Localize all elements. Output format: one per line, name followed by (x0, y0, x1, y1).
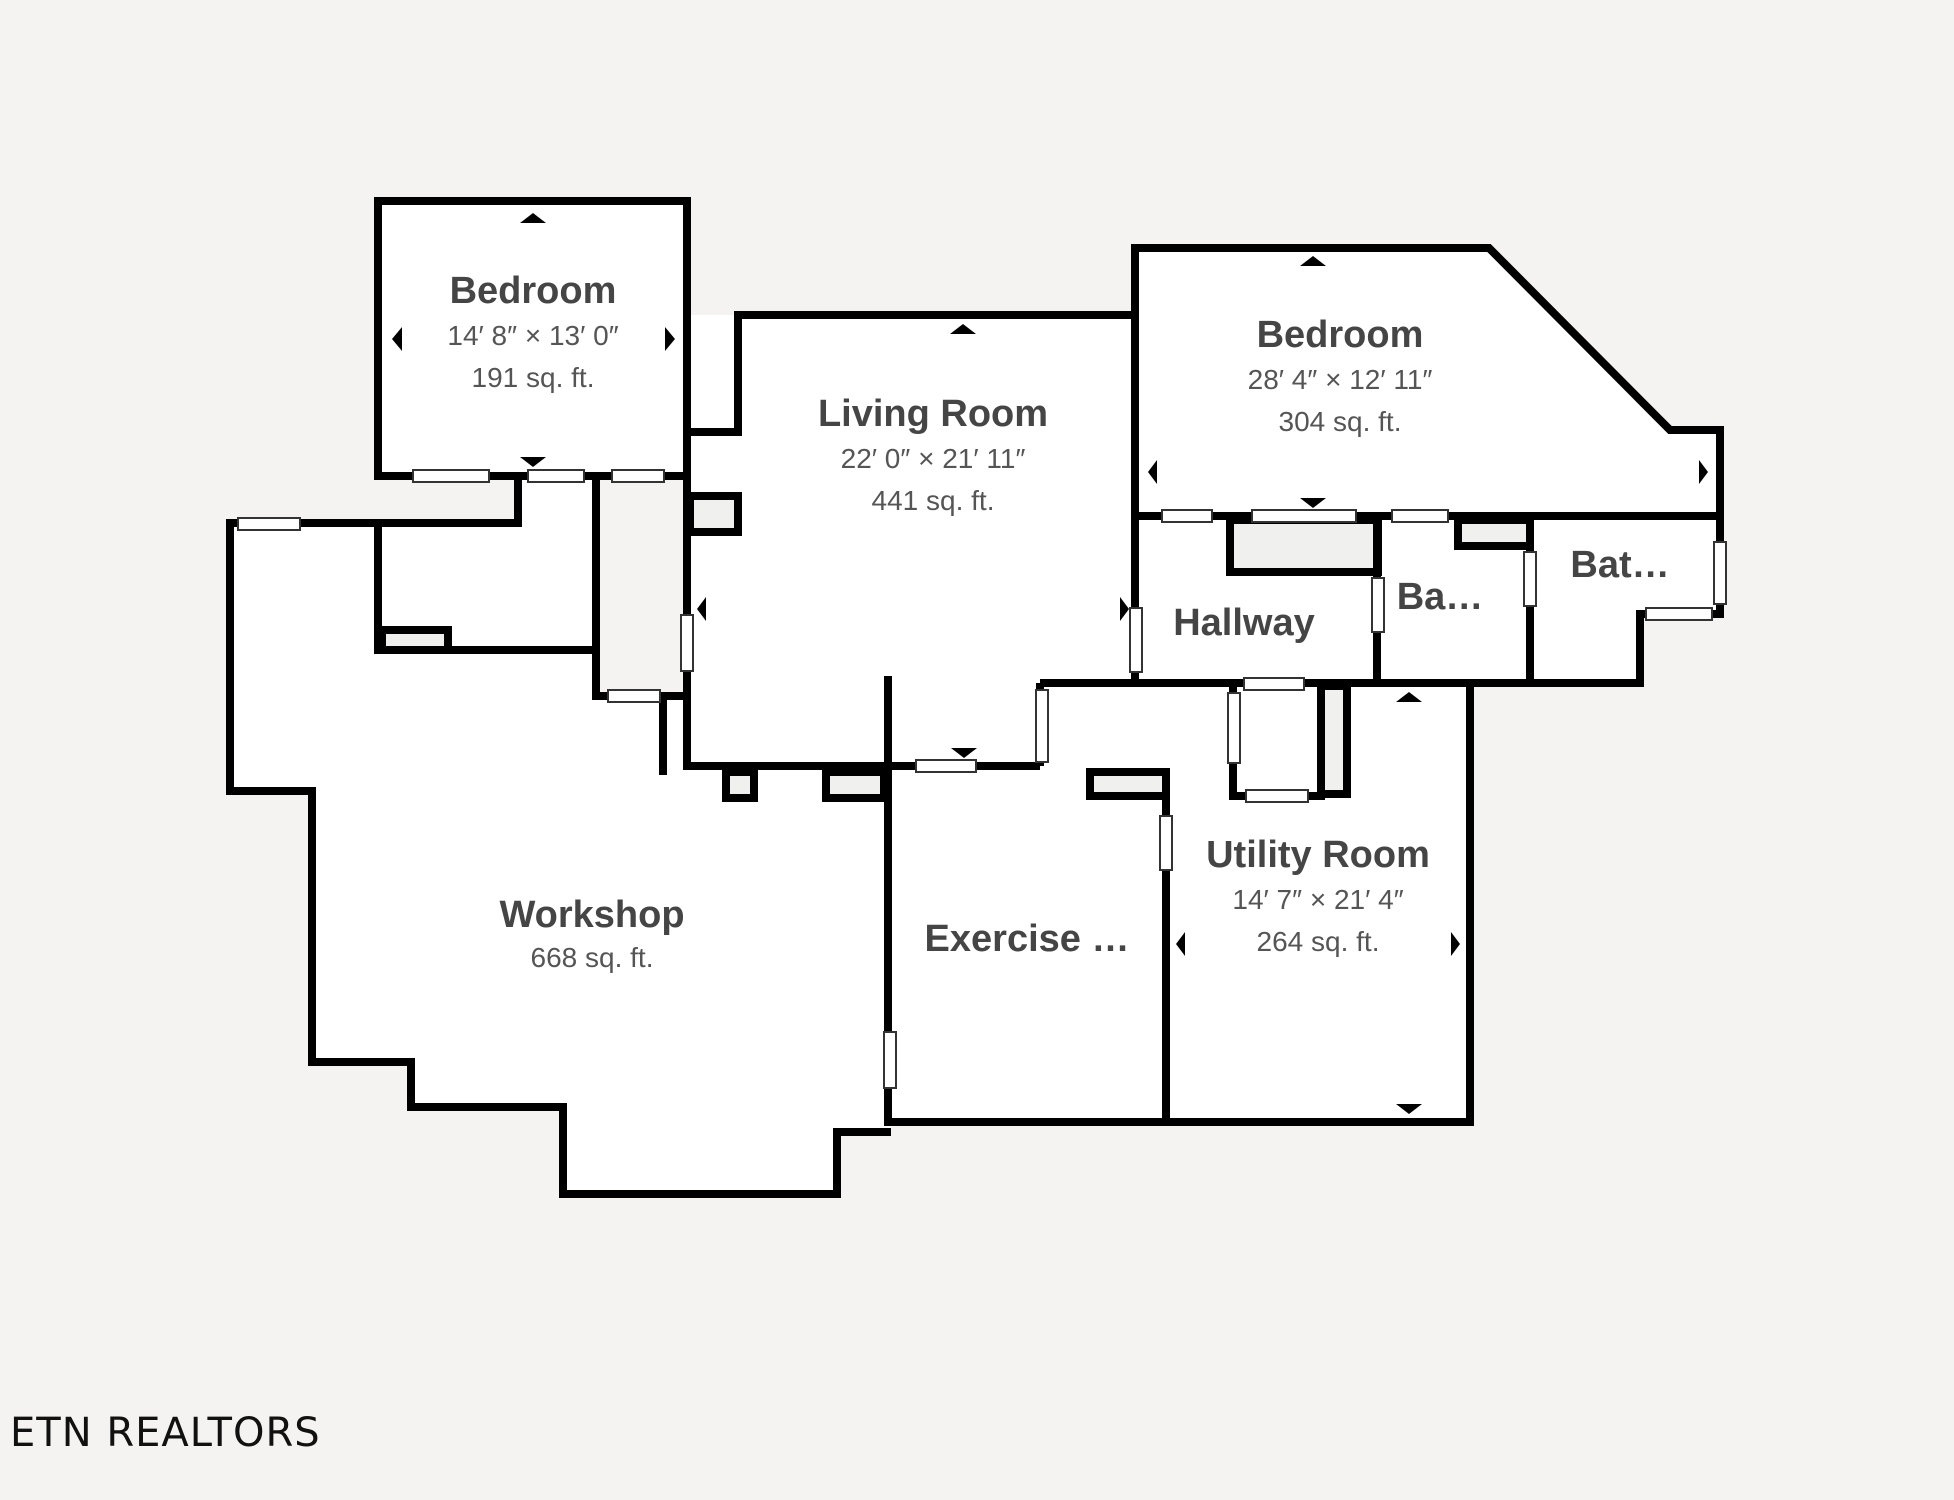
arrow-down-icon (1300, 498, 1326, 508)
room-label-hallway: Hallway (1173, 600, 1315, 646)
arrow-left-icon (392, 327, 402, 351)
room-name: Workshop (499, 894, 685, 936)
arrow-right-icon (665, 327, 675, 351)
room-label-workshop: Workshop 668 sq. ft. (499, 892, 684, 978)
room-name: Bedroom (449, 270, 617, 312)
arrow-down-icon (951, 748, 977, 758)
arrow-up-icon (520, 213, 546, 223)
room-name: Hallway (1173, 602, 1315, 644)
dimension-markers (392, 213, 1708, 1114)
arrow-up-icon (950, 324, 976, 334)
room-name: Utility Room (1206, 834, 1430, 876)
room-area: 304 sq. ft. (1278, 406, 1402, 437)
room-label-bath-2: Bat… (1570, 542, 1669, 588)
room-name: Living Room (817, 393, 1049, 435)
room-area: 191 sq. ft. (471, 362, 595, 393)
room-name: Ba… (1396, 576, 1484, 618)
room-label-living-room: Living Room 22′ 0″ × 21′ 11″ 441 sq. ft. (818, 391, 1048, 521)
room-area: 668 sq. ft. (530, 942, 654, 973)
arrow-right-icon (1699, 460, 1708, 484)
room-label-bedroom-1: Bedroom 14′ 8″ × 13′ 0″ 191 sq. ft. (447, 268, 618, 398)
brand-logo: ETN REALTORS (10, 1410, 321, 1456)
room-label-exercise: Exercise … (925, 916, 1130, 962)
room-name: Bat… (1570, 544, 1670, 586)
room-label-bath-1: Ba… (1397, 574, 1484, 620)
room-name: Exercise … (924, 918, 1130, 960)
arrow-down-icon (1396, 1104, 1422, 1114)
arrow-left-icon (1176, 932, 1185, 956)
room-dimensions: 28′ 4″ × 12′ 11″ (1247, 364, 1433, 395)
openings (237, 469, 1727, 1089)
arrow-right-icon (1451, 932, 1460, 956)
arrow-up-icon (1396, 692, 1422, 702)
room-name: Bedroom (1256, 314, 1424, 356)
room-label-utility-room: Utility Room 14′ 7″ × 21′ 4″ 264 sq. ft. (1206, 832, 1430, 962)
arrow-left-icon (697, 597, 706, 621)
room-label-bedroom-2: Bedroom 28′ 4″ × 12′ 11″ 304 sq. ft. (1248, 312, 1433, 442)
room-dimensions: 14′ 7″ × 21′ 4″ (1232, 884, 1404, 915)
arrow-right-icon (1120, 597, 1129, 621)
room-dimensions: 22′ 0″ × 21′ 11″ (840, 443, 1026, 474)
closets (378, 492, 1534, 802)
arrow-left-icon (1148, 460, 1157, 484)
room-area: 264 sq. ft. (1256, 926, 1380, 957)
room-area: 441 sq. ft. (871, 485, 995, 516)
room-dimensions: 14′ 8″ × 13′ 0″ (447, 320, 619, 351)
arrow-down-icon (520, 457, 546, 467)
arrow-up-icon (1300, 256, 1326, 266)
